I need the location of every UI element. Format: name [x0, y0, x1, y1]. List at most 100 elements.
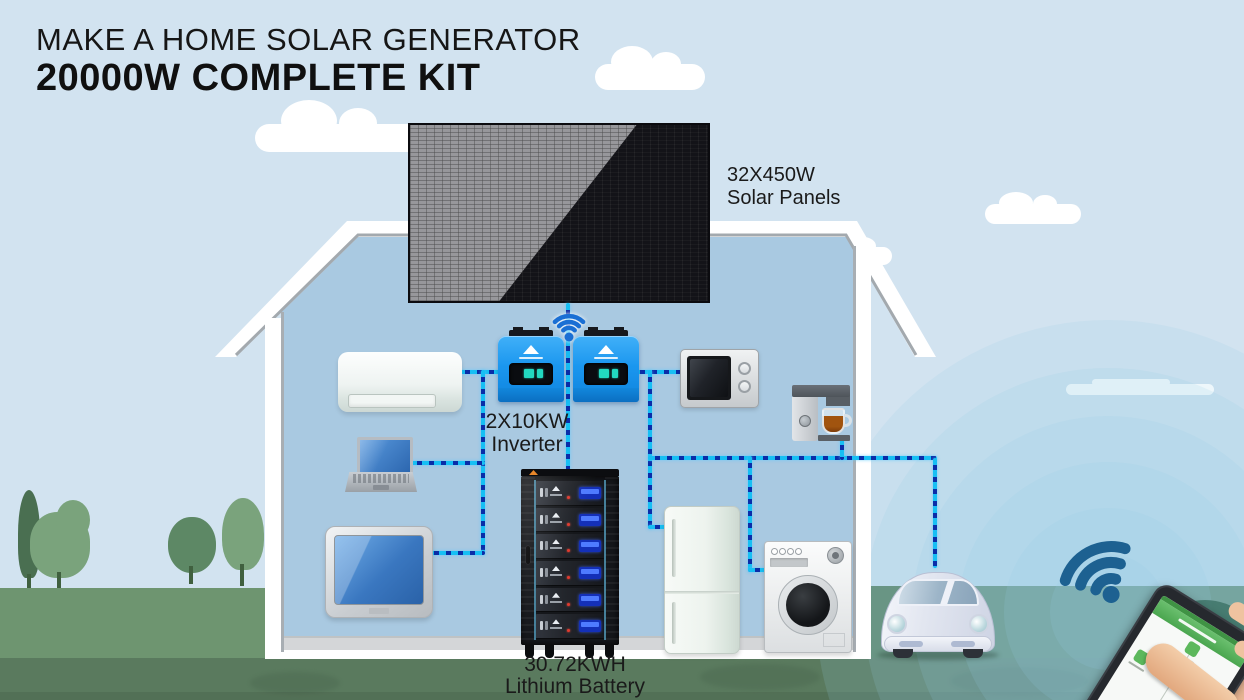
page-title-line2: 20000W COMPLETE KIT: [36, 57, 481, 99]
coffee-carafe: [822, 408, 845, 434]
tree: [222, 498, 264, 570]
wire-car-drop: [933, 458, 937, 568]
laptop-keyboard: [353, 474, 409, 483]
tree-trunk: [240, 564, 244, 586]
battery-module: [536, 481, 604, 506]
coffee-top: [792, 385, 850, 397]
cloud: [1092, 379, 1170, 386]
tree-trunk: [189, 566, 193, 584]
tree-trunk: [27, 574, 31, 588]
tree: [56, 500, 90, 540]
fridge-handle: [672, 519, 676, 577]
battery-label-line2: Lithium Battery: [504, 675, 646, 698]
rack-column: [605, 476, 619, 645]
brand-text: [594, 357, 618, 359]
wire-tv: [427, 551, 485, 555]
rack-accent: [534, 480, 536, 640]
app-title-placeholder: [1177, 618, 1217, 644]
car-bumper-slot: [899, 641, 923, 647]
cloud: [595, 46, 705, 90]
brand-logo-icon: [523, 345, 539, 354]
caster-wheel: [585, 645, 594, 658]
roof: [215, 221, 936, 357]
coffee-base: [818, 435, 850, 441]
battery-rack: [521, 469, 619, 658]
washer-button: [771, 548, 778, 555]
grass-blob: [250, 672, 340, 694]
microwave-button: [738, 380, 751, 393]
caster-wheel: [525, 645, 534, 658]
solar-panels-label-line1: 32X450W: [727, 164, 815, 186]
wire-washer: [748, 568, 768, 572]
air-conditioner: [338, 352, 462, 412]
coffee-maker: [792, 385, 852, 442]
microwave-button: [738, 362, 751, 375]
laptop-touchpad: [373, 485, 389, 490]
washer-button: [787, 548, 794, 555]
fridge-door-split: [665, 591, 739, 594]
display-segment: [612, 369, 618, 378]
inverter-left: [498, 327, 564, 402]
inverter-right: [573, 327, 639, 402]
inverter-lower-panel: [498, 388, 564, 402]
washing-machine: [764, 541, 852, 653]
rack-frame: [521, 476, 619, 645]
cloud: [1066, 384, 1214, 395]
grass-blob: [700, 664, 820, 690]
washer-filter-panel: [823, 633, 845, 647]
battery-module: [536, 561, 604, 586]
wire-fridge: [648, 525, 668, 529]
battery-module: [536, 614, 604, 640]
washer-door: [778, 575, 838, 635]
washer-button: [795, 548, 802, 555]
washer-drum: [786, 583, 830, 627]
display-segment: [599, 369, 609, 378]
wifi-link-icon: [552, 313, 586, 342]
electric-car: [877, 570, 999, 660]
wire-coffee-maker: [840, 438, 844, 460]
car-shadow: [877, 650, 999, 660]
tree-trunk: [57, 572, 61, 588]
car-bumper-slot: [951, 641, 975, 647]
solar-panels-label: 32X450W Solar Panels: [727, 164, 840, 210]
battery-module: [536, 534, 604, 560]
wire-right-trunk: [648, 370, 652, 529]
battery-module: [536, 587, 604, 613]
microwave-window: [690, 359, 728, 397]
car-wheel: [893, 649, 913, 658]
caster-wheel: [605, 645, 614, 658]
caster-wheel: [545, 645, 554, 658]
microwave: [680, 349, 759, 408]
solar-panel-array: [408, 123, 710, 303]
battery-module: [536, 507, 604, 533]
tv-screen: [334, 535, 424, 605]
rack-top: [521, 469, 619, 476]
coffee-tank: [826, 395, 850, 406]
refrigerator: [664, 506, 740, 654]
solar-panels-label-line2: Solar Panels: [727, 187, 841, 209]
brand-logo-icon: [529, 470, 538, 475]
washer-detergent-drawer: [770, 558, 808, 567]
car-headlight: [887, 614, 907, 634]
inverter-lower-panel: [573, 388, 639, 402]
wire-branch-right: [648, 456, 937, 460]
wire-panel-to-battery: [566, 303, 570, 475]
tv-stand: [369, 608, 389, 614]
washer-dial: [827, 547, 844, 564]
inverter-label-line2: Inverter: [491, 433, 563, 456]
coffee-button: [799, 415, 811, 427]
battery-modules: [536, 481, 604, 640]
wire-inverter-to-microwave: [633, 370, 683, 374]
wifi-signal-icon: [1059, 541, 1131, 603]
car-pillar: [940, 581, 955, 604]
battery-label-line1: 30.72KWH: [524, 653, 626, 676]
rack-handle: [526, 546, 530, 564]
tree: [168, 517, 216, 573]
ac-vent: [348, 394, 436, 408]
solar-panel-grid: [410, 125, 708, 301]
display-segment: [524, 369, 534, 378]
car-wheel: [963, 649, 983, 658]
right-wall: [856, 246, 871, 659]
mount-bracket: [584, 327, 628, 337]
